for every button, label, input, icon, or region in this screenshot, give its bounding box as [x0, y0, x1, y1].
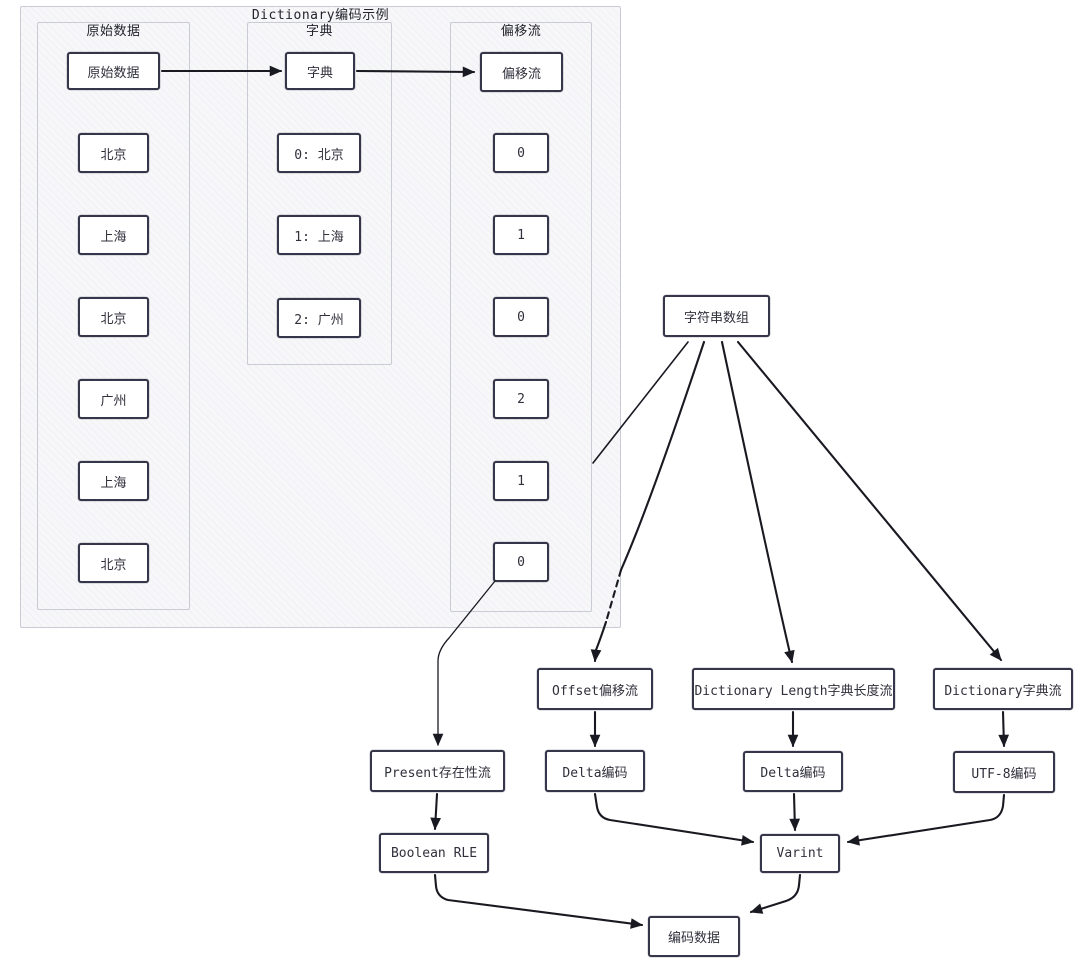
- dictionary-item-node: 2: 广州: [277, 298, 361, 338]
- dict-length-stream-node: Dictionary Length字典长度流: [692, 668, 895, 710]
- delta-encode-right-node: Delta编码: [743, 751, 843, 792]
- offset-item-node: 0: [493, 542, 549, 582]
- boolean-rle-node: Boolean RLE: [379, 833, 489, 873]
- dictionary-column-title: 字典: [305, 24, 333, 39]
- original-item-node: 上海: [78, 215, 149, 255]
- offset-item-node: 0: [493, 297, 549, 337]
- original-item-node: 广州: [78, 379, 149, 419]
- offset-header-node: 偏移流: [480, 52, 563, 92]
- delta-encode-left-node: Delta编码: [545, 750, 645, 792]
- edge-string-array-to-dict-length: [720, 340, 795, 664]
- string-array-node: 字符串数组: [663, 295, 770, 337]
- offset-item-node: 2: [493, 379, 549, 419]
- offset-stream-node: Offset偏移流: [537, 668, 653, 710]
- edge-boolean-rle-to-encoded-data: [433, 873, 644, 929]
- encoded-data-node: 编码数据: [648, 916, 740, 957]
- present-stream-node: Present存在性流: [370, 750, 505, 792]
- original-item-node: 北京: [78, 297, 149, 337]
- edge-varint-to-encoded-data: [749, 873, 802, 914]
- utf8-encode-node: UTF-8编码: [953, 751, 1055, 793]
- original-column-title: 原始数据: [86, 24, 141, 39]
- offset-item-node: 1: [493, 461, 549, 501]
- edge-string-array-to-offset-stream-a: [619, 340, 706, 572]
- edge-delta-right-to-varint: [789, 792, 801, 832]
- edge-present-to-boolean-rle: [430, 792, 441, 831]
- dictionary-header-node: 字典: [285, 52, 355, 90]
- dictionary-item-node: 0: 北京: [277, 133, 361, 173]
- example-title: Dictionary编码示例: [251, 8, 390, 23]
- offset-item-node: 1: [493, 215, 549, 255]
- edge-delta-left-to-varint: [593, 792, 755, 846]
- edge-dict-stream-to-utf8: [998, 710, 1010, 748]
- original-item-node: 北京: [78, 543, 149, 583]
- offset-item-node: 0: [493, 133, 549, 173]
- offset-column-title: 偏移流: [500, 24, 542, 39]
- dictionary-item-node: 1: 上海: [277, 215, 361, 255]
- original-item-node: 北京: [78, 133, 149, 173]
- varint-node: Varint: [760, 834, 840, 873]
- original-header-node: 原始数据: [67, 52, 160, 90]
- edge-utf8-to-varint: [846, 793, 1006, 846]
- edge-string-array-to-dict-stream: [736, 340, 1003, 662]
- original-item-node: 上海: [78, 461, 149, 501]
- dict-stream-node: Dictionary字典流: [933, 668, 1073, 710]
